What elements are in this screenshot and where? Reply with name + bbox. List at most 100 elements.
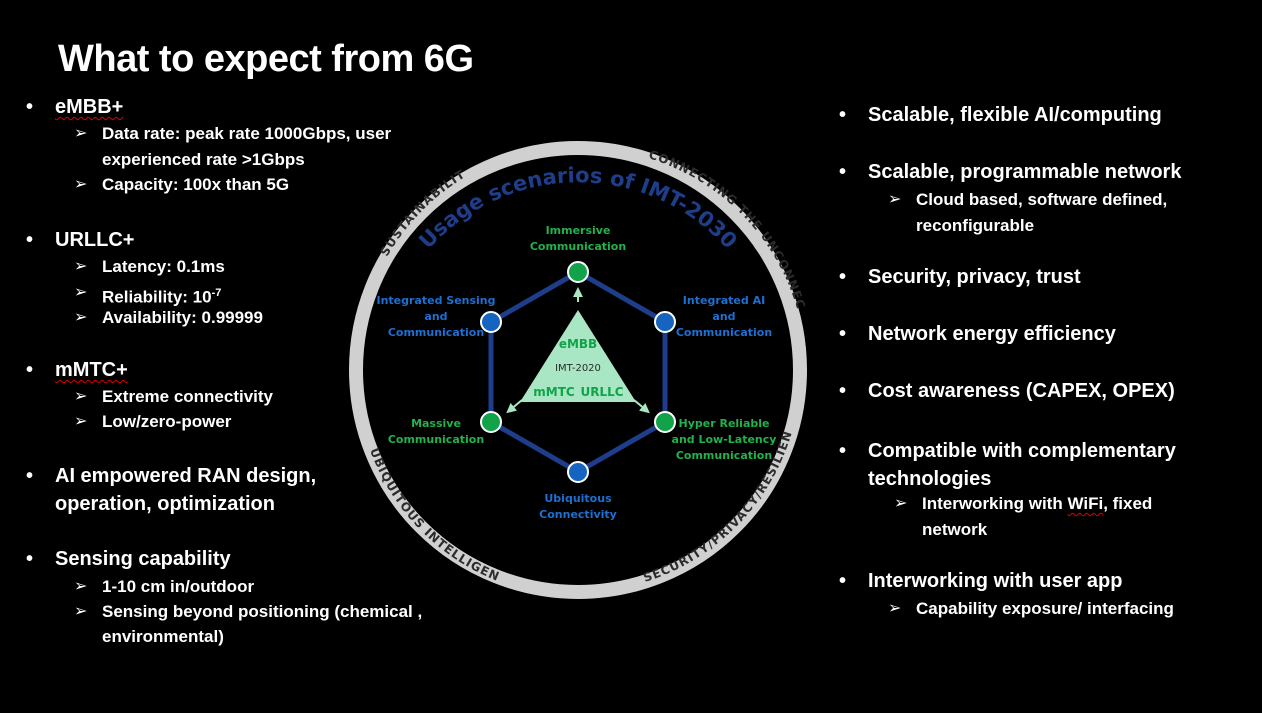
svg-text:Connectivity: Connectivity	[539, 508, 617, 521]
svg-text:and: and	[424, 310, 447, 323]
bullet-label-line1: AI empowered RAN design,	[55, 465, 317, 487]
slide-title: What to expect from 6G	[58, 38, 474, 80]
bullet-dot: •	[26, 229, 34, 251]
label-immersive: Immersive Communication	[530, 224, 626, 253]
sub-bullet: ➢ Sensing beyond positioning (chemical ,	[74, 599, 423, 625]
wifi-word: WiFi	[1067, 494, 1104, 513]
svg-text:and Low-Latency: and Low-Latency	[672, 433, 777, 446]
arrow-icon: ➢	[74, 413, 88, 430]
arrow-icon: ➢	[74, 309, 88, 326]
svg-text:Integrated Sensing: Integrated Sensing	[376, 294, 495, 307]
bullet-dot: •	[26, 465, 34, 487]
bullet-embb: • eMBB+	[26, 96, 124, 119]
svg-text:Immersive: Immersive	[546, 224, 611, 237]
bullet-dot: •	[839, 266, 847, 288]
node-integrated-ai	[654, 311, 676, 333]
label-ubiquitous: Ubiquitous Connectivity	[539, 492, 617, 521]
sub-bullet-continuation: environmental)	[102, 627, 224, 646]
arrow-icon: ➢	[894, 495, 908, 512]
arrow-icon: ➢	[888, 600, 902, 617]
bullet-mmtc: • mMTC+	[26, 359, 128, 382]
svg-text:Communication: Communication	[388, 433, 484, 446]
imt2020-triangle	[520, 310, 636, 402]
svg-text:Communication: Communication	[676, 326, 772, 339]
svg-text:Massive: Massive	[411, 417, 461, 430]
svg-text:and: and	[712, 310, 735, 323]
svg-text:Communication: Communication	[530, 240, 626, 253]
bullet-network: • Scalable, programmable network	[839, 161, 1182, 184]
bullet-ai-computing: • Scalable, flexible AI/computing	[839, 104, 1162, 127]
sub-bullet-text: Capacity: 100x than 5G	[102, 175, 290, 194]
sub-bullet-continuation: network	[922, 520, 988, 539]
sub-bullet-text: 1-10 cm in/outdoor	[102, 577, 255, 596]
arrow-left	[506, 399, 523, 414]
sub-bullet-text: Extreme connectivity	[102, 387, 274, 406]
bullet-dot: •	[839, 570, 847, 592]
arrow-right	[633, 399, 650, 414]
sub-bullet: ➢1-10 cm in/outdoor	[74, 574, 255, 600]
triangle-imt2020: IMT-2020	[555, 363, 601, 374]
bullet-security: • Security, privacy, trust	[839, 266, 1081, 289]
arrow-icon: ➢	[74, 603, 88, 620]
bullet-dot: •	[26, 548, 34, 570]
svg-text:Communication: Communication	[388, 326, 484, 339]
sub-bullet-text: Reliability: 10	[102, 287, 212, 307]
sub-bullet: ➢Data rate: peak rate 1000Gbps, user	[74, 121, 392, 147]
superscript: -7	[211, 287, 222, 299]
sub-bullet-text: Low/zero-power	[102, 412, 232, 431]
triangle-mmtc: mMTC	[533, 385, 575, 399]
bullet-label: eMBB+	[55, 96, 124, 118]
bullet-label: Scalable, flexible AI/computing	[868, 104, 1162, 126]
imt2030-diagram: SUSTAINABILITY CONNECTING THE UNCONNECTE…	[340, 132, 807, 599]
label-hrllc: Hyper Reliable and Low-Latency Communica…	[672, 417, 777, 462]
svg-text:Integrated AI: Integrated AI	[683, 294, 765, 307]
bullet-label-line2: operation, optimization	[55, 493, 275, 515]
triangle-embb: eMBB	[559, 337, 597, 351]
bullet-dot: •	[839, 380, 847, 402]
sub-bullet: ➢ Low/zero-power	[74, 409, 232, 435]
sub-bullet-text: Cloud based, software defined,	[916, 190, 1168, 209]
svg-text:Hyper Reliable: Hyper Reliable	[679, 417, 770, 430]
node-integrated-sensing	[480, 311, 502, 333]
node-immersive	[567, 261, 589, 283]
sub-bullet-text: Capability exposure/ interfacing	[916, 599, 1174, 618]
sub-bullet-continuation: reconfigurable	[916, 216, 1035, 235]
sub-bullet: ➢ Availability: 0.99999	[74, 305, 263, 331]
sub-bullet: ➢Interworking with WiFi, fixed	[894, 491, 1152, 517]
bullet-cost: •Cost awareness (CAPEX, OPEX)	[839, 380, 1175, 403]
arrow-icon: ➢	[74, 258, 88, 275]
sub-bullet: ➢ Capability exposure/ interfacing	[888, 596, 1174, 622]
label-integrated-ai: Integrated AI and Communication	[676, 294, 772, 339]
bullet-dot: •	[839, 104, 847, 126]
sub-bullet-text: Sensing beyond positioning (chemical ,	[102, 602, 423, 621]
svg-text:Ubiquitous: Ubiquitous	[544, 492, 612, 505]
sub-bullet: ➢ Reliability: 10-7	[74, 280, 222, 311]
bullet-label: URLLC+	[55, 229, 135, 251]
bullet-userapp: • Interworking with user app	[839, 570, 1123, 593]
sub-bullet: ➢ Cloud based, software defined,	[888, 187, 1168, 213]
arrow-icon: ➢	[74, 284, 88, 301]
bullet-label: Scalable, programmable network	[868, 161, 1182, 183]
bullet-label-line2: technologies	[868, 468, 992, 490]
bullet-dot: •	[839, 440, 847, 462]
bullet-label: Security, privacy, trust	[868, 266, 1081, 288]
bullet-label: Interworking with user app	[868, 570, 1123, 592]
bullet-label: Network energy efficiency	[868, 323, 1116, 345]
bullet-label: Sensing capability	[55, 548, 231, 570]
bullet-dot: •	[839, 161, 847, 183]
sub-bullet-text: Latency: 0.1ms	[102, 257, 225, 276]
bullet-dot: •	[839, 323, 847, 345]
sub-bullet-text: Data rate: peak rate 1000Gbps, user	[102, 124, 392, 143]
arrow-icon: ➢	[74, 388, 88, 405]
outer-ring	[349, 141, 807, 599]
bullet-compatible: • Compatible with complementary technolo…	[839, 437, 1176, 493]
bullet-label: mMTC+	[55, 359, 128, 381]
bullet-urllc: • URLLC+	[26, 229, 135, 252]
label-integrated-sensing: Integrated Sensing and Communication	[376, 294, 495, 339]
sub-bullet-continuation: experienced rate >1Gbps	[102, 150, 305, 169]
bullet-energy: • Network energy efficiency	[839, 323, 1116, 346]
label-massive: Massive Communication	[388, 417, 484, 446]
sub-bullet: ➢Capacity: 100x than 5G	[74, 172, 290, 198]
arrow-icon: ➢	[888, 191, 902, 208]
sub-bullet-text: Availability: 0.99999	[102, 308, 263, 327]
